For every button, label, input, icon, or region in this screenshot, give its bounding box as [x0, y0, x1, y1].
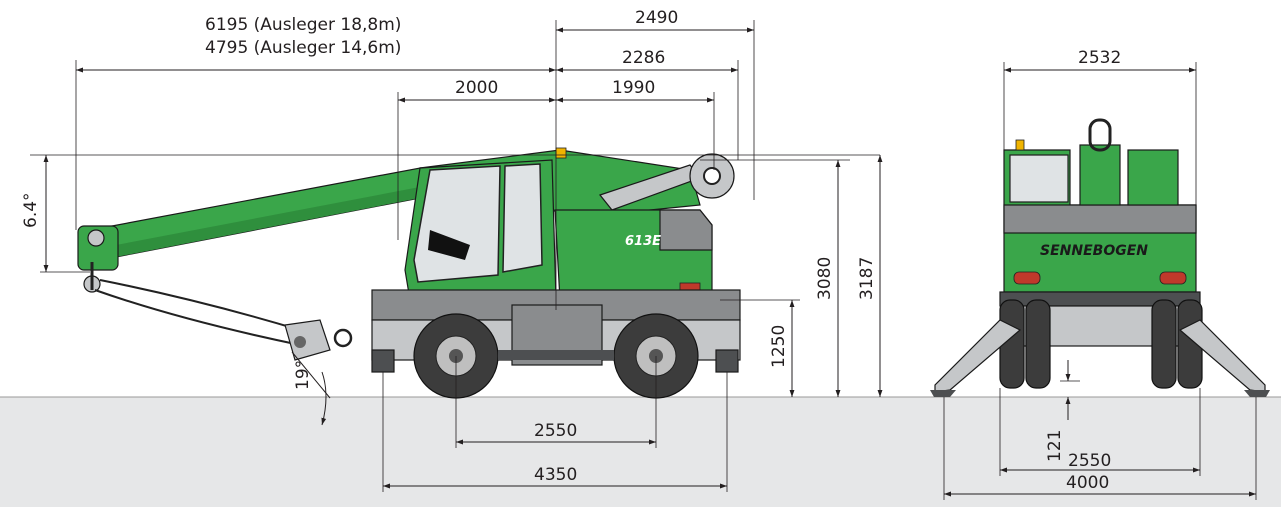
clearance-label: 121 — [1045, 430, 1065, 462]
side-view-dimensions: 6195 (Ausleger 18,8m) 4795 (Ausleger 14,… — [21, 8, 883, 492]
front-view-dimensions: 2532 121 2550 4000 — [943, 48, 1257, 500]
dim-1990: 1990 — [612, 78, 655, 98]
reach-short-label: 4795 (Ausleger 14,6m) — [205, 38, 401, 58]
wheelbase-label: 2550 — [534, 421, 577, 441]
angle-bottom-label: 19° — [293, 360, 313, 390]
tail-light-right — [1159, 271, 1187, 285]
angle-top-label: 6.4° — [21, 192, 41, 228]
beacon — [555, 147, 567, 159]
tail-light-left — [1013, 271, 1041, 285]
dim-2490: 2490 — [635, 8, 678, 28]
cab-window-front — [413, 165, 501, 283]
outrigger-front — [715, 349, 739, 373]
width-top-label: 2532 — [1078, 48, 1121, 68]
brand-logo: SENNEBOGEN — [1040, 243, 1148, 259]
outrigger-length-label: 4350 — [534, 465, 577, 485]
track-label: 2550 — [1068, 451, 1111, 471]
hook-block — [284, 319, 331, 361]
side-view-machine: 613E — [77, 147, 741, 399]
front-view-machine: SENNEBOGEN — [930, 118, 1270, 397]
height-1250: 1250 — [769, 325, 789, 368]
cable — [94, 289, 301, 346]
height-3187: 3187 — [857, 257, 877, 300]
outrigger-width-label: 4000 — [1066, 473, 1109, 493]
boom-shade — [90, 186, 430, 262]
cab-window-side — [502, 163, 543, 273]
model-badge: 613E — [625, 234, 661, 249]
dim-2286: 2286 — [622, 48, 665, 68]
reach-long-label: 6195 (Ausleger 18,8m) — [205, 15, 401, 35]
front-cab-window — [1009, 154, 1069, 203]
dim-2000: 2000 — [455, 78, 498, 98]
height-3080: 3080 — [815, 257, 835, 300]
outrigger-rear — [371, 349, 395, 373]
